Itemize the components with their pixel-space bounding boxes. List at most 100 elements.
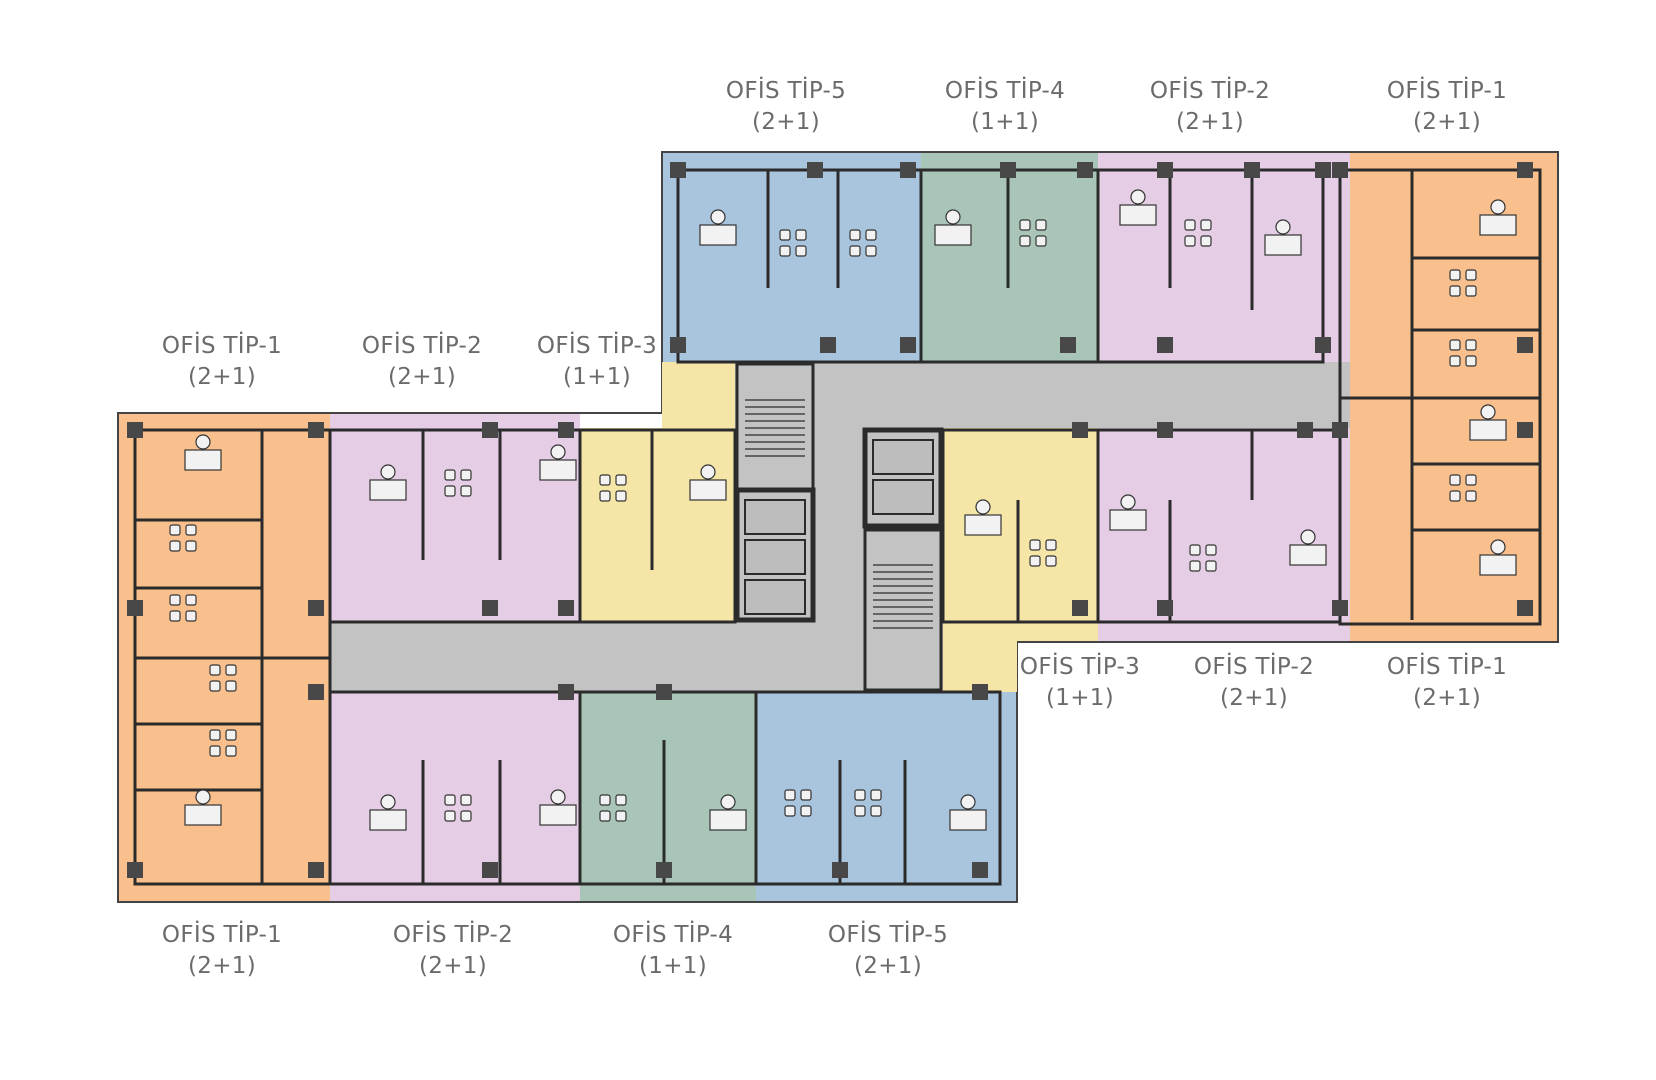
structural-column bbox=[308, 600, 324, 616]
office-chair bbox=[1130, 189, 1146, 205]
unit-label-name: OFİS TİP-2 bbox=[361, 333, 483, 359]
structural-column bbox=[558, 684, 574, 700]
desk bbox=[1479, 554, 1517, 576]
chair bbox=[169, 610, 181, 622]
unit-label-bot-tip2: OFİS TİP-2 (2+1) bbox=[343, 920, 563, 982]
chair bbox=[444, 469, 456, 481]
structural-column bbox=[1072, 600, 1088, 616]
unit-label-size: (2+1) bbox=[752, 109, 820, 135]
desk bbox=[369, 809, 407, 831]
structural-column bbox=[972, 862, 988, 878]
structural-column bbox=[656, 684, 672, 700]
chair bbox=[599, 490, 611, 502]
unit-label-name: OFİS TİP-1 bbox=[161, 333, 283, 359]
unit-label-top-tip1: OFİS TİP-1 (2+1) bbox=[1337, 76, 1557, 138]
desk bbox=[934, 224, 972, 246]
structural-column bbox=[820, 337, 836, 353]
chair bbox=[865, 229, 877, 241]
chair bbox=[1200, 219, 1212, 231]
unit-label-size: (2+1) bbox=[188, 364, 256, 390]
chair bbox=[1449, 269, 1461, 281]
chair bbox=[1019, 219, 1031, 231]
chair bbox=[209, 745, 221, 757]
unit-label-name: OFİS TİP-5 bbox=[725, 78, 847, 104]
structural-column bbox=[900, 337, 916, 353]
desk bbox=[1479, 214, 1517, 236]
chair bbox=[854, 789, 866, 801]
zone-left-tip2-top bbox=[330, 414, 580, 622]
desk bbox=[964, 514, 1002, 536]
structural-column bbox=[1072, 422, 1088, 438]
chair bbox=[870, 789, 882, 801]
chair bbox=[185, 524, 197, 536]
structural-column bbox=[832, 862, 848, 878]
desk bbox=[1264, 234, 1302, 256]
structural-column bbox=[1060, 337, 1076, 353]
office-chair bbox=[700, 464, 716, 480]
chair bbox=[865, 245, 877, 257]
structural-column bbox=[670, 337, 686, 353]
unit-label-size: (2+1) bbox=[388, 364, 456, 390]
chair bbox=[1035, 219, 1047, 231]
unit-label-bot-tip5: OFİS TİP-5 (2+1) bbox=[778, 920, 998, 982]
zone-top-tip2 bbox=[1098, 153, 1350, 362]
unit-label-size: (1+1) bbox=[1046, 685, 1114, 711]
chair bbox=[1465, 285, 1477, 297]
structural-column bbox=[1157, 600, 1173, 616]
chair bbox=[209, 729, 221, 741]
unit-label-mid-tip3: OFİS TİP-3 (1+1) bbox=[970, 652, 1190, 714]
chair bbox=[460, 485, 472, 497]
zone-left-tip1-bottom bbox=[119, 658, 330, 901]
elevator-left-3 bbox=[744, 579, 806, 615]
chair bbox=[1029, 555, 1041, 567]
chair bbox=[599, 474, 611, 486]
unit-label-top-tip5: OFİS TİP-5 (2+1) bbox=[676, 76, 896, 138]
structural-column bbox=[1157, 422, 1173, 438]
chair bbox=[169, 594, 181, 606]
chair bbox=[1449, 339, 1461, 351]
chair bbox=[225, 745, 237, 757]
office-chair bbox=[1490, 539, 1506, 555]
elevator-bank-right bbox=[862, 427, 944, 529]
desk bbox=[539, 459, 577, 481]
chair bbox=[444, 794, 456, 806]
structural-column bbox=[1297, 422, 1313, 438]
unit-label-name: OFİS TİP-2 bbox=[1149, 78, 1271, 104]
chair bbox=[444, 810, 456, 822]
office-chair bbox=[720, 794, 736, 810]
structural-column bbox=[1157, 162, 1173, 178]
unit-label-top-tip4: OFİS TİP-4 (1+1) bbox=[895, 76, 1115, 138]
chair bbox=[225, 664, 237, 676]
office-chair bbox=[380, 464, 396, 480]
office-chair bbox=[380, 794, 396, 810]
structural-column bbox=[972, 684, 988, 700]
structural-column bbox=[1517, 162, 1533, 178]
office-chair bbox=[1120, 494, 1136, 510]
chair bbox=[185, 610, 197, 622]
structural-column bbox=[482, 422, 498, 438]
unit-label-name: OFİS TİP-4 bbox=[612, 922, 734, 948]
structural-column bbox=[807, 162, 823, 178]
office-chair bbox=[1300, 529, 1316, 545]
unit-label-name: OFİS TİP-2 bbox=[1193, 654, 1315, 680]
unit-label-left-tip2: OFİS TİP-2 (2+1) bbox=[312, 331, 532, 393]
chair bbox=[1035, 235, 1047, 247]
unit-label-name: OFİS TİP-5 bbox=[827, 922, 949, 948]
unit-label-mid-tip2: OFİS TİP-2 (2+1) bbox=[1144, 652, 1364, 714]
unit-label-size: (1+1) bbox=[639, 953, 707, 979]
structural-column bbox=[127, 862, 143, 878]
chair bbox=[225, 729, 237, 741]
desk bbox=[1289, 544, 1327, 566]
unit-label-size: (2+1) bbox=[1413, 109, 1481, 135]
desk bbox=[539, 804, 577, 826]
unit-label-bot-tip1: OFİS TİP-1 (2+1) bbox=[112, 920, 332, 982]
chair bbox=[460, 810, 472, 822]
chair bbox=[1465, 355, 1477, 367]
unit-label-size: (2+1) bbox=[1220, 685, 1288, 711]
desk bbox=[184, 804, 222, 826]
stair-lower bbox=[863, 528, 943, 692]
structural-column bbox=[1517, 337, 1533, 353]
elevator-right-1 bbox=[872, 439, 934, 475]
chair bbox=[185, 594, 197, 606]
